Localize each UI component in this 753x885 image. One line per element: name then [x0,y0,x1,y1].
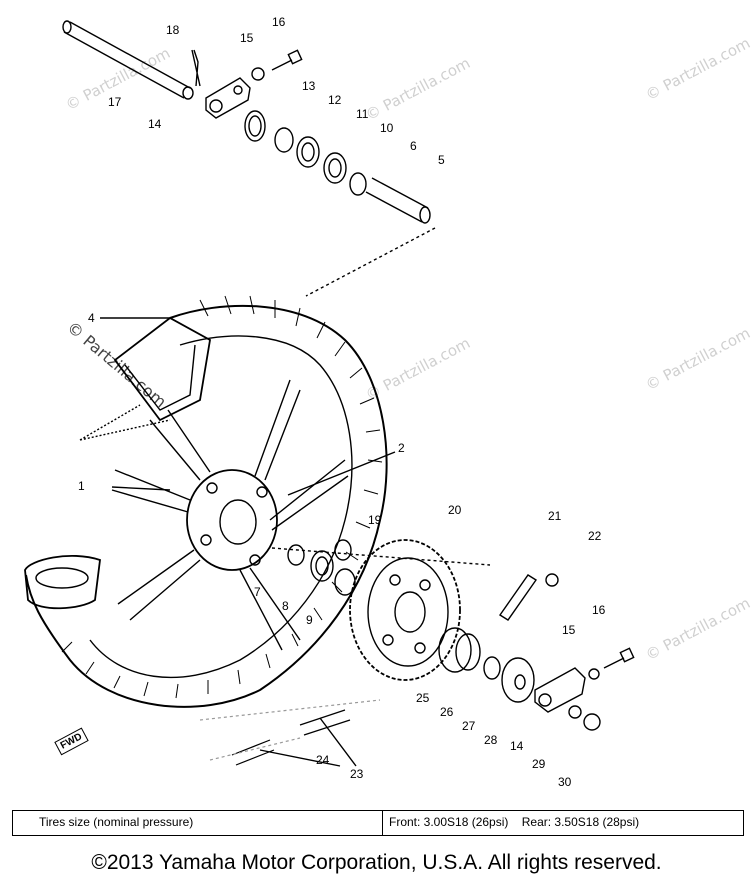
part-number: 24 [316,753,330,767]
part-number: 15 [562,623,576,637]
collar [274,127,294,153]
lock-washer [499,574,537,621]
part-number: 17 [108,95,122,109]
part-number: 23 [350,767,364,781]
part-number: 16 [272,15,286,29]
sprocket [349,539,461,681]
part-number: 14 [510,739,524,753]
rear-wheel-exploded-diagram: 1 2 4 5 6 7 8 9 10 11 12 13 14 14 15 15 … [24,15,635,789]
part-number: 19 [368,513,382,527]
nut-bottom [588,668,600,680]
oil-seal [334,539,352,561]
part-number: 11 [356,107,369,121]
spokes [111,379,349,651]
axle-nut [583,713,601,731]
oil-seal [334,568,356,596]
oil-seal [244,110,266,142]
spacer-tube [365,177,431,224]
tire-spec-table: Tires size (nominal pressure) Front: 3.0… [12,810,744,836]
part-number: 4 [88,311,95,325]
part-number: 21 [548,509,562,523]
copyright-notice: ©2013 Yamaha Motor Corporation, U.S.A. A… [91,851,662,874]
part-number: 15 [240,31,254,45]
part-number: 20 [448,503,462,517]
tire-section [24,554,101,610]
chain-puller-bottom [534,667,586,713]
bolt-top [271,49,303,71]
part-number: 7 [254,585,261,599]
tire [25,304,388,708]
spec-value: Front: 3.00S18 (26psi) Rear: 3.50S18 (28… [389,815,640,829]
part-number: 18 [166,23,180,37]
part-number: 26 [440,705,454,719]
nut-top [251,67,265,81]
chain-puller-top [205,77,251,119]
part-number: 28 [484,733,498,747]
part-number: 22 [588,529,602,543]
part-number: 16 [592,603,606,617]
nut [545,573,559,587]
part-number: 27 [462,719,476,733]
part-number: 8 [282,599,289,613]
part-number: 14 [148,117,162,131]
plate [501,657,535,703]
bearing [310,550,334,582]
hub [186,469,278,571]
part-number: 10 [380,121,394,135]
part-number: 29 [532,757,546,771]
part-number: 6 [410,139,417,153]
drive-chain [199,699,381,766]
part-number: 2 [398,441,405,455]
cotter-pin [191,49,201,87]
bolt-bottom [603,647,635,669]
part-number: 12 [328,93,342,107]
collar [287,544,305,566]
washer [568,705,582,719]
bearing [296,136,320,168]
rim-section [113,316,211,422]
part-number: 30 [558,775,572,789]
part-number: 1 [78,479,85,493]
part-number: 5 [438,153,445,167]
oil-seal [438,627,472,673]
oil-seal [349,172,367,196]
bearing [323,152,347,184]
spec-label: Tires size (nominal pressure) [13,811,383,835]
part-number: 25 [416,691,430,705]
axle-shaft [62,20,194,100]
part-number: 13 [302,79,316,93]
part-number: 9 [306,613,313,627]
collar [483,656,501,680]
